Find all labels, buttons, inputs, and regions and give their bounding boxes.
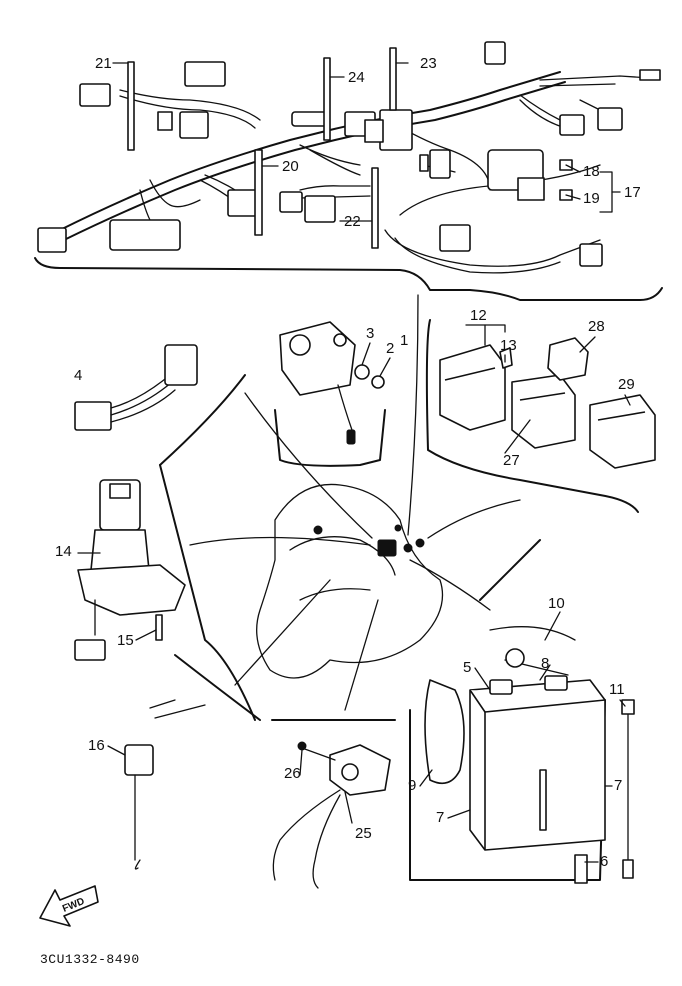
callout-12: 12 bbox=[470, 307, 487, 324]
callout-17: 17 bbox=[624, 184, 641, 201]
callout-29: 29 bbox=[618, 376, 635, 393]
callout-5: 5 bbox=[463, 659, 471, 676]
cable-ties bbox=[127, 47, 397, 249]
callout-25: 25 bbox=[355, 825, 372, 842]
battery-group bbox=[409, 539, 635, 884]
callout-27: 27 bbox=[503, 452, 520, 469]
harness-connectors bbox=[37, 41, 661, 267]
callout-19: 19 bbox=[583, 190, 600, 207]
resistor-lead-group bbox=[74, 344, 246, 466]
callout-7b: 7 bbox=[436, 809, 444, 826]
callout-6: 6 bbox=[600, 853, 608, 870]
callout-14: 14 bbox=[55, 543, 72, 560]
callout-21: 21 bbox=[95, 55, 112, 72]
callout-10: 10 bbox=[548, 595, 565, 612]
drawing-code: 3CU1332-8490 bbox=[40, 952, 140, 967]
callout-26: 26 bbox=[284, 765, 301, 782]
neutral-switch-group bbox=[271, 719, 396, 889]
callout-23: 23 bbox=[420, 55, 437, 72]
sensor-switch-group bbox=[124, 654, 261, 870]
callout-leaders bbox=[77, 62, 631, 863]
callout-18: 18 bbox=[583, 163, 600, 180]
callout-labels: 1 2 3 4 5 6 7 7 8 9 10 11 12 13 14 15 16… bbox=[55, 55, 641, 870]
callout-24: 24 bbox=[348, 69, 365, 86]
callout-8: 8 bbox=[541, 655, 549, 672]
callout-7a: 7 bbox=[614, 777, 622, 794]
callout-9: 9 bbox=[408, 777, 416, 794]
starter-relay-group bbox=[274, 321, 386, 467]
callout-15: 15 bbox=[117, 632, 134, 649]
frame-outline bbox=[189, 294, 521, 711]
callout-2: 2 bbox=[386, 340, 394, 357]
relay-units-group bbox=[425, 319, 656, 513]
forward-direction-arrow: FWD bbox=[39, 885, 99, 927]
callout-16: 16 bbox=[88, 737, 105, 754]
callout-13: 13 bbox=[500, 337, 517, 354]
callout-20: 20 bbox=[282, 158, 299, 175]
callout-28: 28 bbox=[588, 318, 605, 335]
callout-3: 3 bbox=[366, 325, 374, 342]
callout-1: 1 bbox=[400, 332, 408, 349]
callout-11: 11 bbox=[609, 681, 625, 698]
main-switch-group bbox=[74, 464, 256, 721]
harness-region-bracket bbox=[34, 257, 663, 301]
callout-4: 4 bbox=[74, 367, 82, 384]
